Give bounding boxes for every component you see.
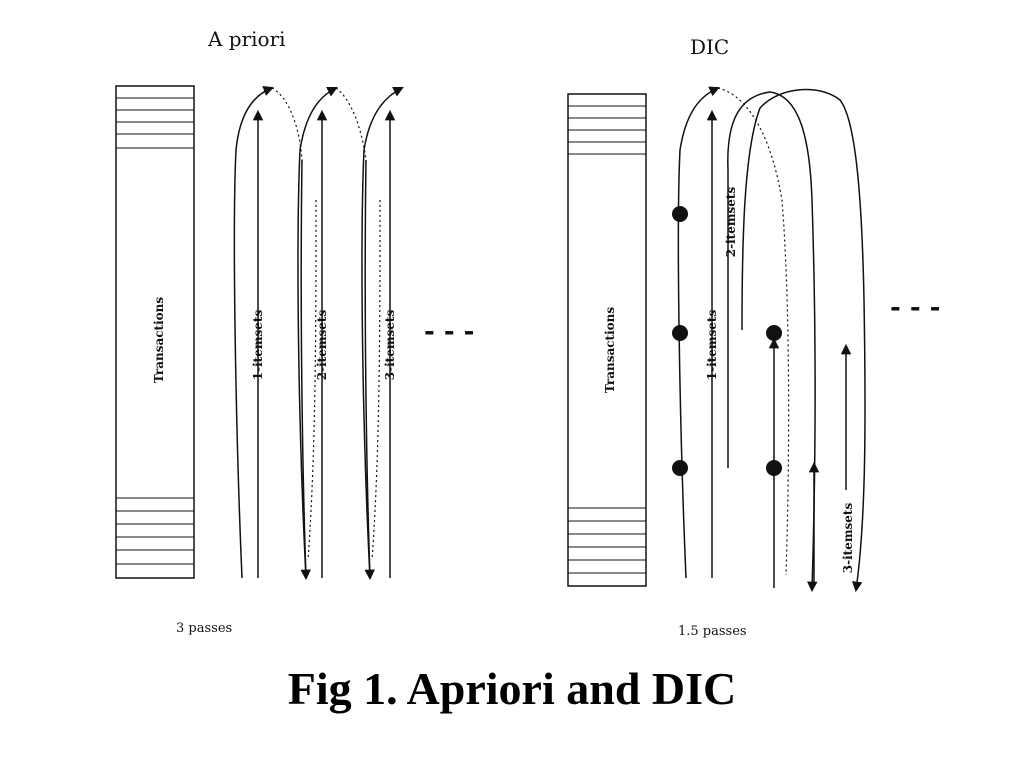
apriori-title: A priori: [207, 27, 286, 51]
dic-checkpoint-2: [672, 325, 688, 341]
apriori-itemsets-1-label: 1-itemsets: [251, 310, 265, 381]
dic-title: DIC: [690, 35, 729, 59]
apriori-pass-3: 3-itemsets: [361, 87, 404, 581]
dic-transactions-db: Transactions: [567, 93, 647, 587]
dic-itemsets-3-label: 3-itemsets: [841, 503, 855, 574]
dic-itemsets-1-label: 1-itemsets: [705, 310, 719, 381]
dic-pass-3: 3-itemsets: [741, 88, 866, 593]
figure-caption: Fig 1. Apriori and DIC: [287, 663, 737, 714]
apriori-ellipsis: - - -: [424, 317, 474, 347]
dic-itemsets-2-label: 2-itemsets: [724, 187, 738, 258]
dic-ellipsis: - - -: [890, 293, 940, 323]
dic-transactions-label: Transactions: [603, 307, 617, 394]
dic-passes-label: 1.5 passes: [678, 624, 747, 639]
apriori-itemsets-2-label: 2-itemsets: [315, 310, 329, 381]
apriori-passes-label: 3 passes: [176, 621, 232, 636]
dic-checkpoint-5: [766, 460, 782, 476]
dic-checkpoint-4: [766, 325, 782, 341]
apriori-transactions-db: Transactions: [115, 85, 195, 579]
dic-checkpoint-1: [672, 206, 688, 222]
apriori-itemsets-3-label: 3-itemsets: [383, 310, 397, 381]
dic-pass-1: 1-itemsets: [672, 86, 790, 579]
apriori-panel: A priori Transactions 1-itemsets: [115, 27, 474, 636]
apriori-transactions-label: Transactions: [152, 297, 166, 384]
dic-pass-2: 2-itemsets: [724, 91, 818, 593]
dic-checkpoint-3: [672, 460, 688, 476]
apriori-pass-2: 2-itemsets: [297, 87, 367, 581]
dic-panel: DIC Transactions 1-itemsets: [567, 35, 940, 639]
apriori-pass-1: 1-itemsets: [233, 86, 303, 579]
